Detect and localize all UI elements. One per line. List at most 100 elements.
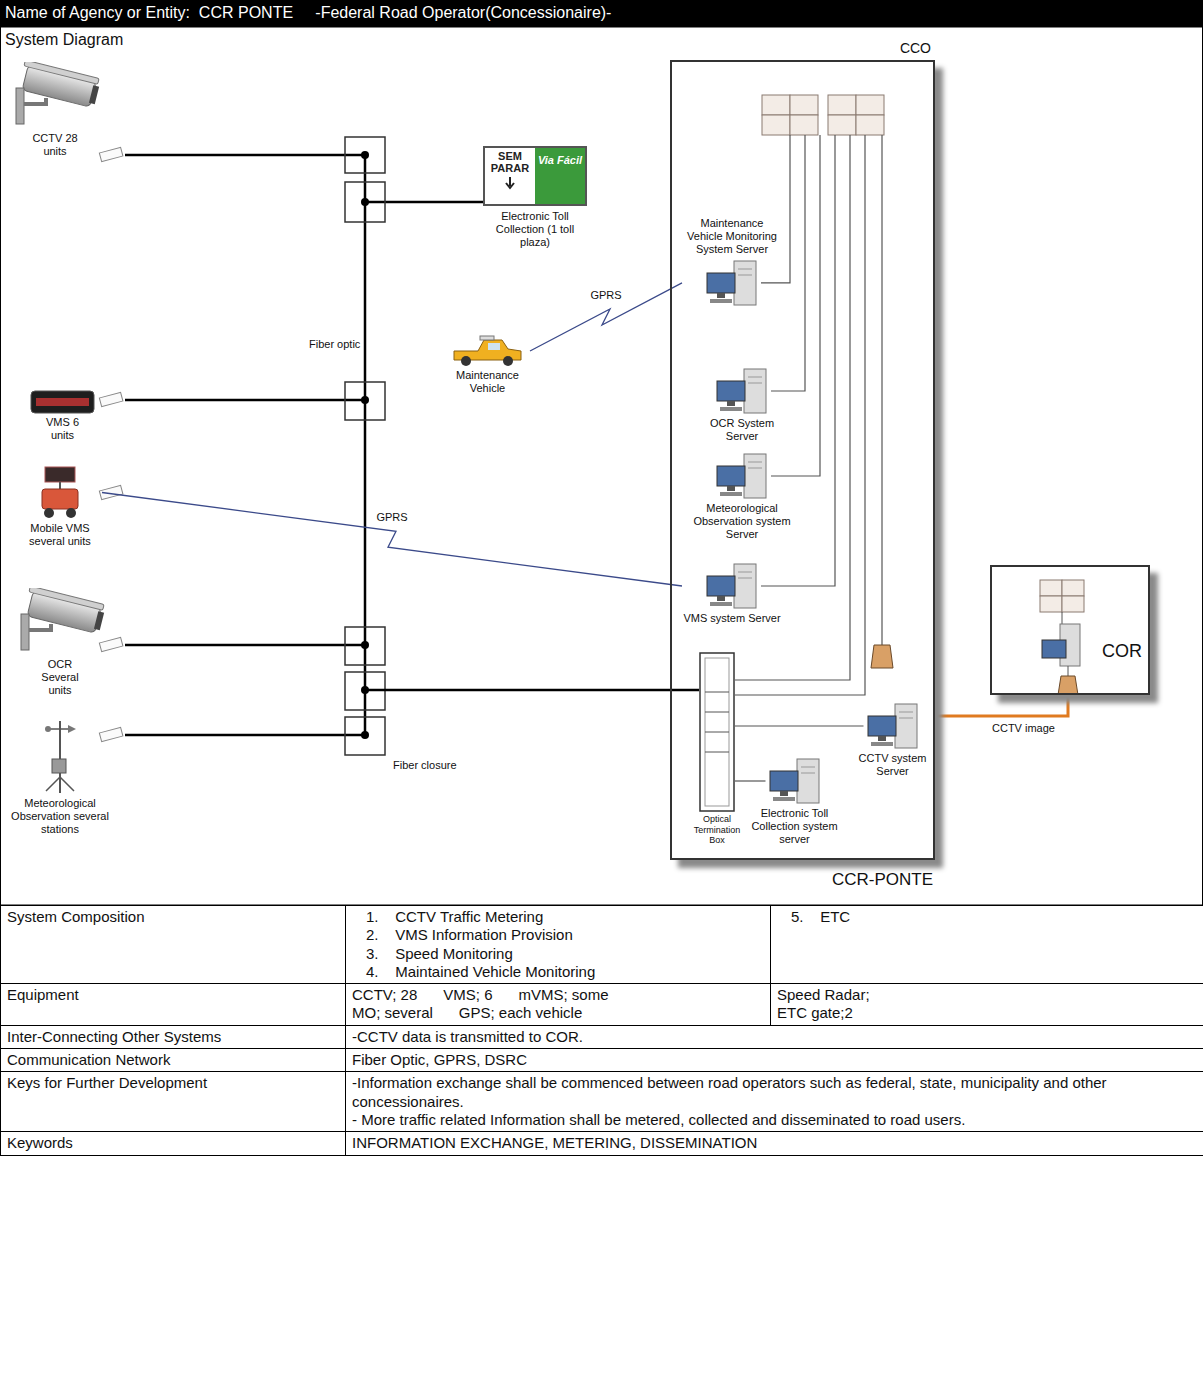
table-text: 4. Maintained Vehicle Monitoring: [352, 963, 764, 981]
server-symbol: [714, 367, 770, 415]
weather-station: Meteorological Observation several stati…: [5, 715, 115, 836]
optical-termination-box: Optical Termination Box: [687, 652, 747, 846]
cell-line: -Information exchange shall be commenced…: [352, 1074, 1197, 1111]
server-symbol: [704, 259, 760, 307]
diagram-label: Fiber optic: [308, 338, 361, 350]
table-cell: Communication Network: [1, 1049, 346, 1072]
server-symbol: [714, 452, 770, 500]
edge-label: CCTV image: [990, 722, 1057, 735]
cell-line: 1. CCTV Traffic Metering: [352, 908, 764, 926]
otb-icon: [699, 652, 735, 812]
met-symbol: [38, 715, 83, 795]
server: OCR System Server: [702, 367, 782, 443]
node-label: Meteorological Observation several stati…: [6, 797, 114, 836]
table-cell: Keys for Further Development: [1, 1072, 346, 1132]
node-label: Optical Termination Box: [687, 814, 747, 846]
diagram-label: System Diagram: [4, 31, 124, 49]
table-cell: 5. ETC: [771, 906, 1203, 984]
cell-line: ETC gate;2: [777, 1004, 1197, 1022]
table-text: Inter-Connecting Other Systems: [7, 1028, 221, 1045]
table-text: mVMS; some: [518, 986, 608, 1004]
table-row: Inter-Connecting Other Systems -CCTV data…: [1, 1025, 1203, 1048]
cell-line: INFORMATION EXCHANGE, METERING, DISSEMIN…: [352, 1134, 1197, 1152]
cell-line: Inter-Connecting Other Systems: [7, 1028, 339, 1046]
node-label: CCTV 28 units: [30, 132, 80, 158]
diagram-art: [0, 0, 1203, 905]
sign-arrow: [485, 176, 535, 190]
header-title: Name of Agency or Entity: CCR PONTE -Fed…: [5, 4, 611, 22]
fiber-closures: [345, 137, 385, 755]
table-row: System Composition 1. CCTV Traffic Meteri…: [1, 906, 1203, 984]
node-label: VMS 6 units: [38, 416, 88, 442]
table-text: - More traffic related Information shall…: [352, 1111, 965, 1128]
table-cell: 1. CCTV Traffic Metering2. VMS Informati…: [346, 906, 771, 984]
sign-text: Via Fácil: [535, 154, 585, 166]
media-converter: [871, 645, 893, 668]
server-symbol: [865, 702, 921, 750]
table-text: Equipment: [7, 986, 79, 1003]
server: Electronic Toll Collection system server: [742, 757, 847, 846]
server-icon: [704, 259, 760, 307]
otb-symbol: [699, 652, 735, 812]
table-cell: Inter-Connecting Other Systems: [1, 1025, 346, 1048]
cell-line: Keywords: [7, 1134, 339, 1152]
vms-icon: [30, 390, 95, 414]
server-symbol: [767, 757, 823, 805]
table-text: Communication Network: [7, 1051, 170, 1068]
truck-icon: [450, 335, 525, 367]
server-icon: [767, 757, 823, 805]
table-text: System Composition: [7, 908, 145, 925]
cor-center: COR: [990, 565, 1150, 695]
table-text: 5. ETC: [777, 908, 1197, 926]
sign-text: SEM PARAR: [485, 151, 535, 174]
cell-line: Speed Radar;: [777, 986, 1197, 1004]
table-text: Speed Radar;: [777, 986, 870, 1003]
cctv-device: CCTV 28 units: [5, 62, 105, 158]
mvms-symbol: [35, 465, 85, 520]
cor-equipment: [1040, 580, 1084, 695]
table-text: CCTV; 28: [352, 986, 417, 1004]
wire: [881, 135, 882, 645]
node-label: OCR Several units: [30, 658, 90, 697]
cell-line: MO; severalGPS; each vehicle: [352, 1004, 764, 1022]
etc-sign: SEM PARARVia Fácil: [483, 146, 587, 206]
image-link: [935, 695, 1068, 716]
sign-right: Via Fácil: [535, 148, 585, 204]
cell-line: -CCTV data is transmitted to COR.: [352, 1028, 1197, 1046]
camera-symbol: [10, 62, 100, 130]
table-cell: System Composition: [1, 906, 346, 984]
table-cell: -CCTV data is transmitted to COR.: [346, 1025, 1203, 1048]
cell-line: System Composition: [7, 908, 339, 926]
wire: [735, 780, 766, 781]
gprs-link: [102, 493, 682, 587]
cell-line: Fiber Optic, GPRS, DSRC: [352, 1051, 1197, 1069]
cell-line: - More traffic related Information shall…: [352, 1111, 1197, 1129]
cell-line: 4. Maintained Vehicle Monitoring: [352, 963, 764, 981]
ocr-device: OCR Several units: [15, 588, 105, 697]
table-cell: -Information exchange shall be commenced…: [346, 1072, 1203, 1132]
gprs-link: [530, 283, 682, 351]
header: Name of Agency or Entity: CCR PONTE -Fed…: [0, 0, 1203, 27]
table-text: INFORMATION EXCHANGE, METERING, DISSEMIN…: [352, 1134, 757, 1151]
info-table: System Composition 1. CCTV Traffic Meteri…: [0, 905, 1203, 1156]
node-label: Electronic Toll Collection system server: [742, 807, 847, 846]
table-text: GPS; each vehicle: [459, 1004, 582, 1022]
node-label: Maintenance Vehicle: [450, 369, 525, 395]
server: VMS system Server: [682, 562, 782, 625]
cell-line: 3. Speed Monitoring: [352, 945, 764, 963]
table-text: 3. Speed Monitoring: [352, 945, 764, 963]
wire: [735, 135, 850, 680]
cell-line: Equipment: [7, 986, 339, 1004]
table-text: VMS; 6: [443, 986, 492, 1004]
cell-line: 2. VMS Information Provision: [352, 926, 764, 944]
truck-symbol: [450, 335, 525, 367]
maintenance-vehicle: Maintenance Vehicle: [445, 335, 530, 395]
edge-label: GPRS: [374, 511, 409, 524]
wire: [365, 689, 699, 692]
table-cell: Fiber Optic, GPRS, DSRC: [346, 1049, 1203, 1072]
fiber-connectors: [99, 147, 123, 741]
junction-dots: [361, 151, 369, 739]
table-text: Keywords: [7, 1134, 73, 1151]
diagram-label: Fiber closure: [392, 759, 458, 771]
mvms-icon: [35, 465, 85, 520]
